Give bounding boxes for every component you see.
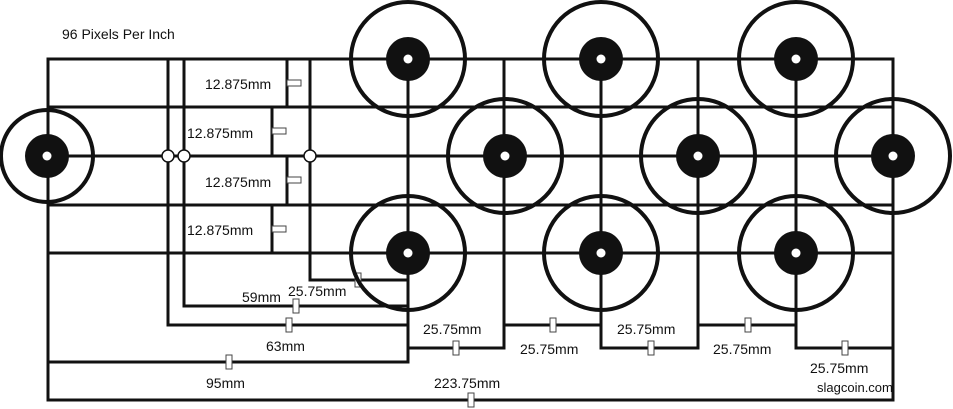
tick-mark bbox=[286, 79, 302, 87]
dim-chain: 25.75mm bbox=[713, 341, 772, 357]
button-center bbox=[791, 54, 801, 64]
button-center bbox=[403, 54, 413, 64]
dim-chain: 25.75mm bbox=[810, 360, 869, 376]
button-ring bbox=[542, 0, 660, 118]
button-ring bbox=[737, 0, 855, 118]
tick-mark bbox=[285, 317, 293, 333]
tick-mark bbox=[271, 225, 287, 233]
tick-mark bbox=[841, 340, 849, 356]
button-ring bbox=[349, 0, 467, 118]
tick-mark bbox=[647, 340, 655, 356]
button-center bbox=[596, 248, 606, 258]
row-spacing-label: 12.875mm bbox=[205, 76, 272, 92]
dim-63mm: 63mm bbox=[266, 338, 305, 354]
tick-mark bbox=[271, 127, 287, 135]
button-ring bbox=[349, 194, 467, 312]
button-center bbox=[693, 151, 703, 161]
tick-mark bbox=[292, 298, 300, 314]
button-ring bbox=[737, 194, 855, 312]
scale-title: 96 Pixels Per Inch bbox=[62, 26, 175, 42]
reference-point bbox=[161, 149, 175, 163]
button-center bbox=[403, 248, 413, 258]
button-ring bbox=[834, 97, 952, 215]
tick-mark bbox=[744, 317, 752, 333]
button-center bbox=[888, 151, 898, 161]
button-ring bbox=[542, 194, 660, 312]
dim-total: 223.75mm bbox=[434, 375, 501, 391]
tick-mark bbox=[549, 317, 557, 333]
joystick-ring bbox=[0, 108, 95, 204]
row-spacing-label: 12.875mm bbox=[187, 222, 254, 238]
tick-mark bbox=[286, 176, 302, 184]
credit: slagcoin.com bbox=[817, 380, 893, 395]
dim-chain: 25.75mm bbox=[617, 321, 676, 337]
button-center bbox=[791, 248, 801, 258]
button-center bbox=[500, 151, 510, 161]
reference-point bbox=[177, 149, 191, 163]
dim-chain: 25.75mm bbox=[423, 321, 482, 337]
reference-point bbox=[303, 149, 317, 163]
tick-mark bbox=[452, 340, 460, 356]
button-ring bbox=[446, 97, 564, 215]
joystick-center bbox=[42, 151, 52, 161]
button-ring bbox=[639, 97, 757, 215]
button-center bbox=[596, 54, 606, 64]
tick-mark bbox=[467, 392, 475, 408]
tick-mark bbox=[225, 354, 233, 370]
dim-25-75mm-left: 25.75mm bbox=[288, 283, 347, 299]
row-spacing-label: 12.875mm bbox=[205, 174, 272, 190]
dim-chain: 25.75mm bbox=[520, 341, 579, 357]
dim-95mm: 95mm bbox=[206, 375, 245, 391]
dim-59mm: 59mm bbox=[242, 289, 281, 305]
row-spacing-label: 12.875mm bbox=[187, 125, 254, 141]
